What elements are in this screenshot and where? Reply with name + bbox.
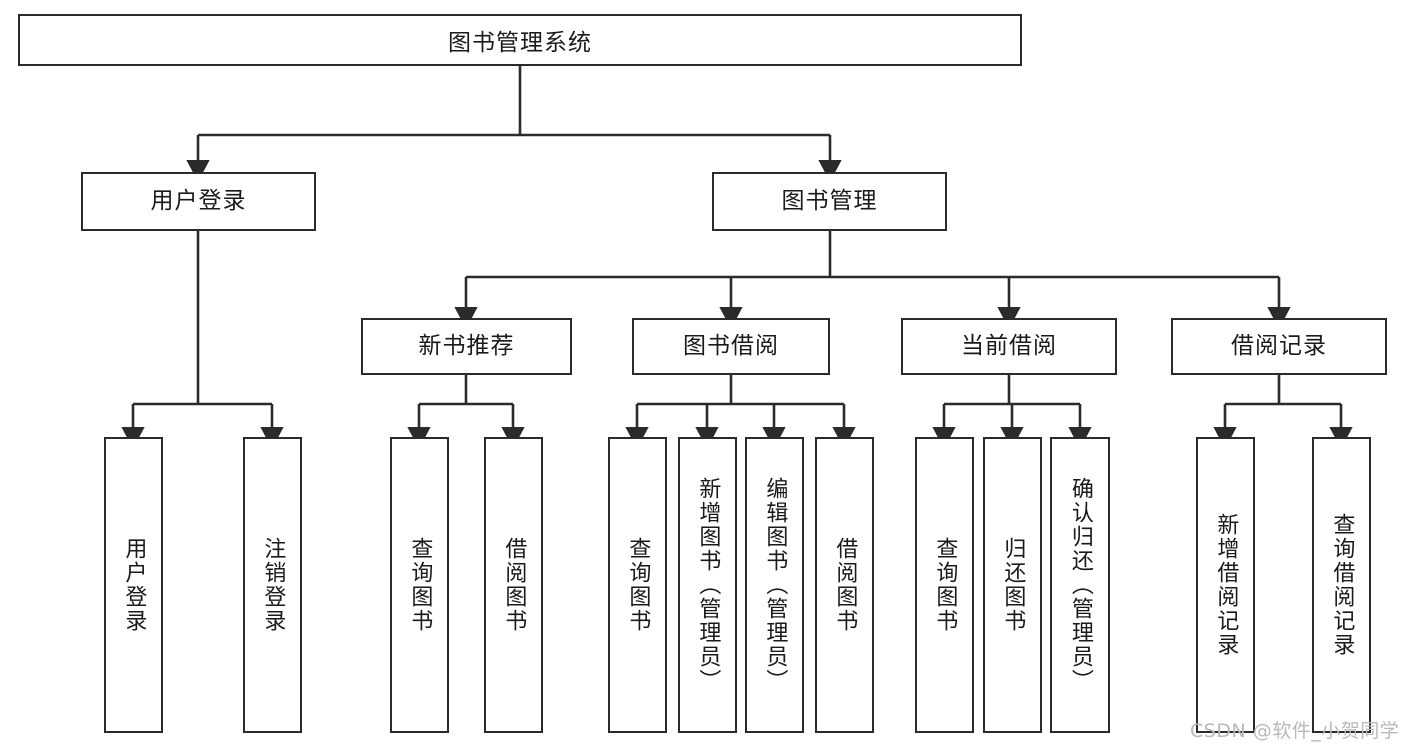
node-leaf-add-record[interactable]: 新增借阅记录: [1196, 437, 1255, 733]
node-label: 查询借阅记录: [1329, 513, 1355, 657]
node-label: 新增图书（管理员）: [695, 477, 721, 693]
node-leaf-query-book-3[interactable]: 查询图书: [915, 437, 974, 733]
node-label: 查询图书: [407, 537, 433, 633]
node-label: 查询图书: [932, 537, 958, 633]
csdn-watermark: CSDN @软件_小贺同学: [1190, 720, 1400, 742]
node-leaf-logout-login[interactable]: 注销登录: [243, 437, 302, 733]
node-label: 用户登录: [121, 537, 147, 633]
node-leaf-borrow-book-1[interactable]: 借阅图书: [484, 437, 543, 733]
node-label: 借阅记录: [1231, 332, 1327, 359]
node-label: 注销登录: [260, 537, 286, 633]
node-leaf-borrow-book-2[interactable]: 借阅图书: [815, 437, 874, 733]
node-label: 编辑图书（管理员）: [762, 477, 788, 693]
node-current-borrow[interactable]: 当前借阅: [901, 318, 1117, 375]
node-label: 当前借阅: [961, 332, 1057, 359]
node-book-borrow[interactable]: 图书借阅: [632, 318, 830, 375]
node-label: 图书管理系统: [448, 30, 592, 56]
node-label: 新书推荐: [418, 332, 515, 359]
node-leaf-add-book[interactable]: 新增图书（管理员）: [678, 437, 737, 733]
node-book-manage[interactable]: 图书管理: [712, 172, 947, 231]
node-label: 查询图书: [625, 537, 651, 633]
node-label: 借阅图书: [501, 537, 527, 633]
node-leaf-user-login[interactable]: 用户登录: [104, 437, 163, 733]
node-user-login[interactable]: 用户登录: [81, 172, 316, 231]
node-label: 归还图书: [1000, 537, 1026, 633]
node-borrow-record[interactable]: 借阅记录: [1171, 318, 1387, 375]
node-new-book-recommend[interactable]: 新书推荐: [361, 318, 572, 375]
node-leaf-query-record[interactable]: 查询借阅记录: [1312, 437, 1371, 733]
node-label: 图书管理: [781, 187, 878, 214]
node-leaf-confirm-return[interactable]: 确认归还（管理员）: [1050, 437, 1110, 733]
node-label: 新增借阅记录: [1213, 513, 1239, 657]
node-label: 图书借阅: [683, 332, 779, 359]
node-root-book-management-system[interactable]: 图书管理系统: [18, 14, 1022, 66]
node-leaf-query-book-2[interactable]: 查询图书: [608, 437, 667, 733]
node-label: 借阅图书: [832, 537, 858, 633]
node-leaf-return-book[interactable]: 归还图书: [983, 437, 1042, 733]
node-label: 确认归还（管理员）: [1067, 477, 1093, 693]
node-label: 用户登录: [150, 187, 247, 214]
node-leaf-query-book-1[interactable]: 查询图书: [390, 437, 449, 733]
node-leaf-edit-book[interactable]: 编辑图书（管理员）: [745, 437, 804, 733]
